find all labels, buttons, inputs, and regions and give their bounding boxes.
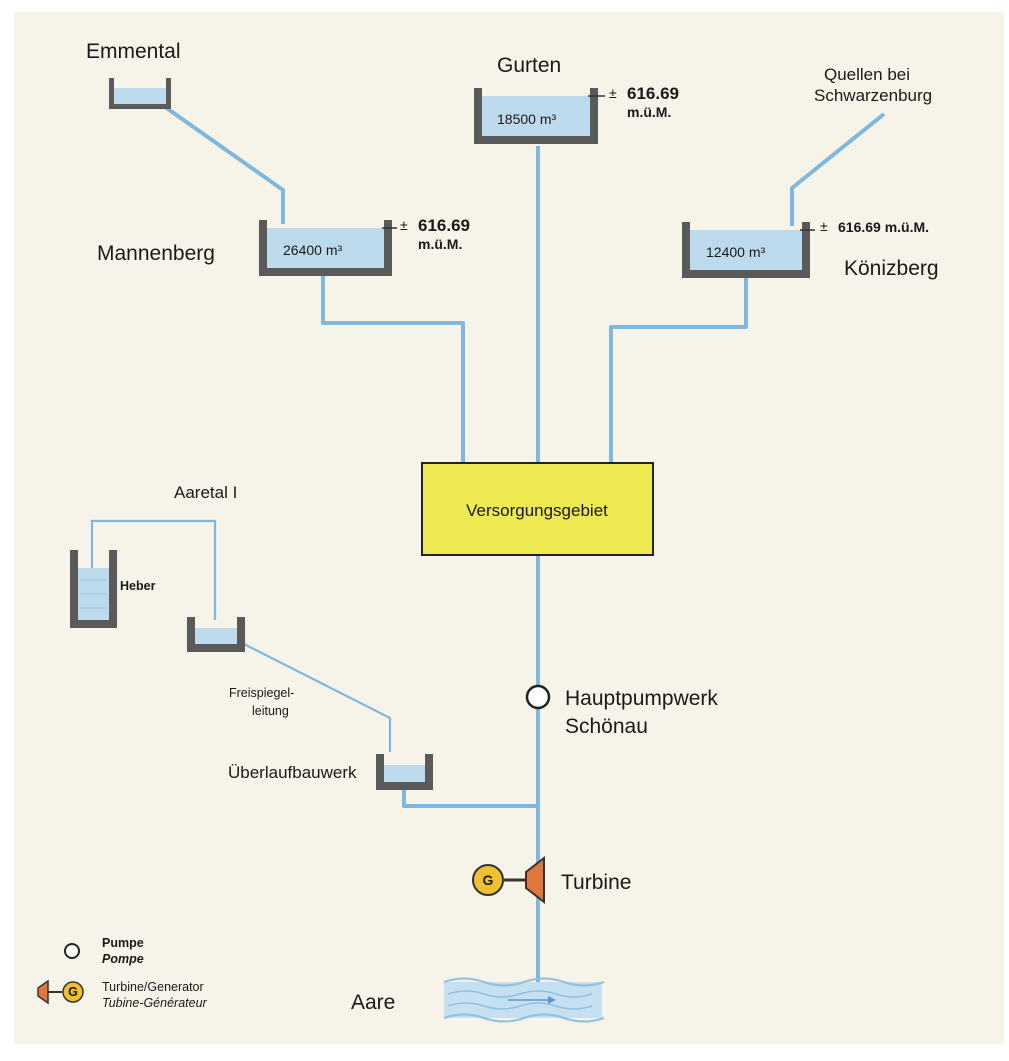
label-konizberg-volume: 12400 m³ [706, 244, 765, 260]
pipe-mannenberg-versorgung [321, 274, 465, 463]
label-gurten-elev-symbol: ± [609, 85, 617, 101]
tank-aaretal [187, 617, 245, 652]
pipe-freispiegelleitung [241, 642, 392, 752]
label-mannenberg: Mannenberg [97, 242, 215, 265]
label-mannenberg-elev: 616.69 [418, 216, 470, 235]
label-gurten-elev-unit: m.ü.M. [627, 104, 671, 120]
generator-symbol [472, 864, 504, 896]
label-emmental: Emmental [86, 40, 181, 63]
legend-generator-icon [62, 981, 84, 1003]
label-pump-line2: Schönau [565, 715, 648, 738]
supply-area-box [421, 462, 654, 556]
label-pump-line1: Hauptpumpwerk [565, 687, 718, 710]
label-versorgungsgebiet: Versorgungsgebiet [466, 501, 608, 520]
label-turbine: Turbine [561, 871, 631, 894]
label-gurten-volume: 18500 m³ [497, 111, 556, 127]
tank-emmental [109, 78, 171, 109]
label-aare: Aare [351, 991, 395, 1014]
pipe-emmental-mannenberg [156, 100, 285, 224]
label-freispiegel-line1: Freispiegel- [229, 686, 294, 700]
label-mannenberg-elev-unit: m.ü.M. [418, 236, 462, 252]
tank-heber [70, 550, 117, 628]
label-uberlaufbauwerk: Überlaufbauwerk [228, 763, 357, 782]
reservoir-gurten [474, 88, 605, 144]
pipe-network [90, 100, 886, 985]
label-quellen-line2: Schwarzenburg [814, 86, 932, 105]
reservoir-mannenberg [259, 220, 397, 276]
turbine-symbol [525, 855, 545, 905]
label-konizberg-elev: 616.69 m.ü.M. [838, 219, 929, 235]
label-heber: Heber [120, 579, 156, 593]
label-freispiegel-line2: leitung [252, 704, 289, 718]
legend-pump-de: Pumpe [102, 936, 144, 950]
legend-turbine-fr: Tubine-Générateur [102, 996, 208, 1010]
label-konizberg: Könizberg [844, 257, 939, 280]
turbine-generator [472, 855, 545, 905]
label-mannenberg-elev-symbol: ± [400, 217, 408, 233]
label-gurten: Gurten [497, 54, 561, 77]
pump-symbol [525, 684, 551, 710]
pipe-quellen-konizberg [790, 112, 886, 226]
legend-pump-icon [64, 943, 80, 959]
label-quellen-line1: Quellen bei [824, 65, 910, 84]
pipe-konizberg-versorgung [609, 275, 748, 463]
river-aare [443, 977, 605, 1023]
reservoir-konizberg [682, 222, 815, 278]
label-generator-letter: G [483, 872, 494, 888]
tank-uberlauf [376, 754, 433, 790]
legend-generator-letter: G [68, 985, 78, 999]
label-aaretal: Aaretal I [174, 483, 237, 502]
label-konizberg-elev-symbol: ± [820, 218, 828, 234]
label-gurten-elev: 616.69 [627, 84, 679, 103]
legend-turbine-de: Turbine/Generator [102, 980, 204, 994]
label-mannenberg-volume: 26400 m³ [283, 242, 342, 258]
legend-pump-fr: Pompe [102, 952, 144, 966]
legend-turbine-icon [37, 979, 84, 1005]
